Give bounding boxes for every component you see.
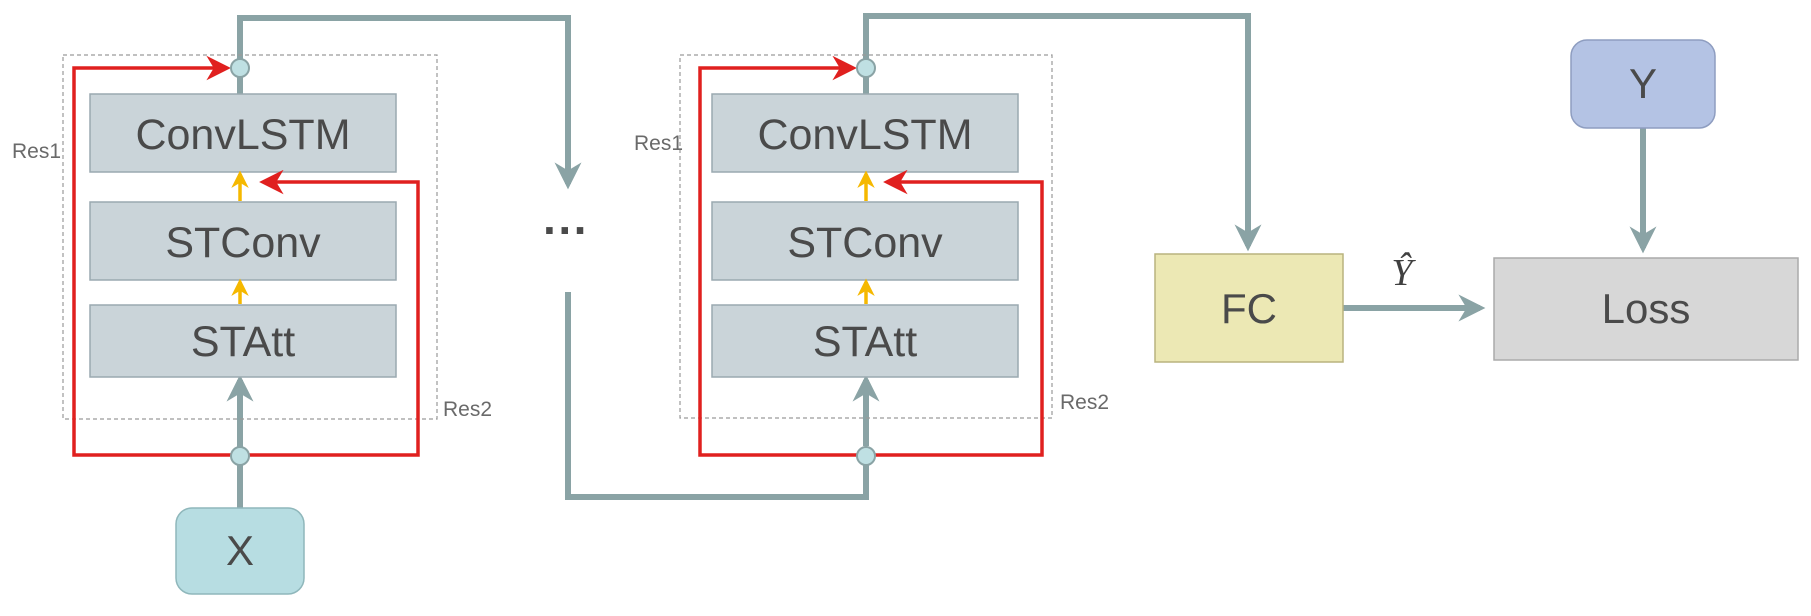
block-2-statt-box — [711, 304, 1019, 378]
block-2-convlstm-label: ConvLSTM — [757, 111, 972, 159]
block-1-stconv-label: STConv — [165, 219, 321, 267]
fc-box — [1154, 253, 1344, 363]
block-1-statt-label: STAtt — [191, 318, 295, 366]
block-1-statt-box — [89, 304, 397, 378]
target-y-box — [1570, 39, 1716, 129]
block-2-boundary — [679, 54, 1053, 419]
flow-connectors — [226, 13, 1657, 508]
prediction-label: Ŷ — [1391, 252, 1416, 294]
block-2-stconv-box — [711, 201, 1019, 281]
block-2-res2-path — [874, 169, 1044, 457]
block-1-res1-label: Res1 — [12, 140, 61, 163]
block-1-output-junction — [230, 58, 250, 78]
block-2-output-junction — [856, 58, 876, 78]
flow-output-2-to-fc — [863, 13, 1262, 252]
block-2-convlstm-box — [711, 93, 1019, 173]
block-2-res1-path — [698, 55, 858, 457]
block-2-statt-label: STAtt — [813, 318, 917, 366]
block-1-res2-path — [248, 169, 420, 457]
block-1-convlstm-box — [89, 93, 397, 173]
block-1-convlstm-label: ConvLSTM — [135, 111, 350, 159]
loss-box — [1493, 257, 1799, 361]
block-2: ConvLSTM STConv STAtt Res1 Res2 — [634, 54, 1109, 466]
block-1-boundary — [62, 54, 438, 420]
block-2-res1-label: Res1 — [634, 132, 683, 155]
block-2-res2-label: Res2 — [1060, 391, 1109, 414]
target-y-label: Y — [1629, 60, 1657, 107]
block-1-res2-label: Res2 — [443, 398, 492, 421]
input-x-box — [175, 507, 305, 595]
loss-label: Loss — [1602, 285, 1691, 332]
flow-output-1-to-next — [237, 15, 582, 190]
block-2-input-junction — [856, 446, 876, 466]
block-2-stconv-label: STConv — [787, 219, 943, 267]
block-1-stconv-box — [89, 201, 397, 281]
flow-ellipsis-to-block-2 — [565, 292, 869, 500]
ellipsis: ··· — [543, 204, 589, 256]
block-1: ConvLSTM STConv STAtt Res1 Res2 — [12, 54, 492, 466]
fc-label: FC — [1221, 285, 1277, 332]
block-1-res1-path — [72, 55, 232, 457]
block-1-input-junction — [230, 446, 250, 466]
input-x-label: X — [226, 527, 254, 574]
